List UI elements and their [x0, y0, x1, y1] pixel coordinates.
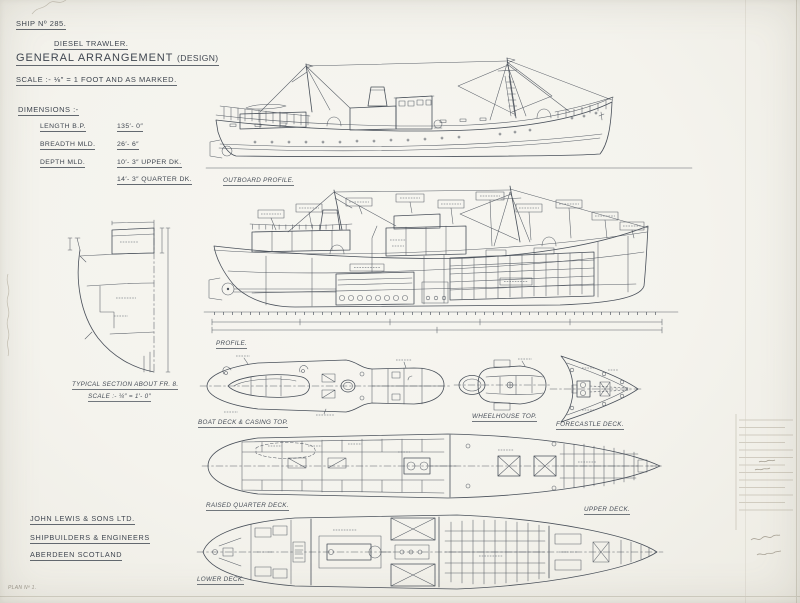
margin-stamp: [6, 273, 10, 357]
title-suffix: (DESIGN): [177, 53, 219, 63]
profile-drawing: [203, 185, 679, 334]
outboard-profile-label: OUTBOARD PROFILE.: [223, 177, 295, 186]
outboard-profile-drawing: [205, 57, 693, 169]
scale-note: SCALE :- ⅛″ = 1 FOOT AND AS MARKED.: [16, 75, 177, 86]
wheelhouse-top-plan: [453, 358, 553, 411]
wheelhouse-top-label: WHEELHOUSE TOP.: [472, 413, 537, 422]
pencil-annotation-table: [735, 414, 793, 556]
ship-number: SHIP Nº 285.: [16, 19, 67, 30]
forecastle-deck-plan: [549, 355, 643, 423]
drawing-title: GENERAL ARRANGEMENT (DESIGN): [16, 52, 219, 66]
date-scribble: [756, 550, 782, 556]
upper-deck-plan: [201, 433, 663, 499]
lower-deck-label: LOWER DECK.: [197, 576, 245, 585]
vessel-type: DIESEL TRAWLER.: [54, 39, 129, 50]
funnel-top: [340, 379, 356, 393]
plan-number: PLAN Nº 1.: [8, 585, 37, 591]
sheet-bottom-edge: [0, 596, 800, 597]
typical-section-scale: SCALE :- ¼″ = 1′- 0″: [88, 393, 151, 402]
boat-deck-plan: [199, 355, 451, 416]
builder-location: ABERDEEN SCOTLAND: [30, 550, 123, 561]
typical-section-drawing: [67, 219, 171, 373]
title-text: GENERAL ARRANGEMENT: [16, 52, 174, 64]
sheet-right-edge: [796, 0, 797, 603]
corner-scribble: [31, 0, 67, 15]
profile-label: PROFILE.: [216, 340, 248, 349]
boat-deck-label: BOAT DECK & CASING TOP.: [198, 419, 289, 428]
forecastle-deck-label: FORECASTLE DECK.: [556, 421, 624, 430]
upper-deck-label: UPPER DECK.: [584, 506, 630, 515]
lifeboat-outline: [227, 374, 310, 398]
signature-scribble: [750, 534, 781, 541]
lower-deck-plan: [196, 514, 664, 590]
builder-name: JOHN LEWIS & SONS LTD.: [30, 514, 135, 525]
fold-line: [745, 0, 746, 603]
dimensions-heading: DIMENSIONS :-: [18, 105, 79, 116]
typical-section-label: TYPICAL SECTION ABOUT FR. 8.: [72, 381, 179, 390]
builder-trade: SHIPBUILDERS & ENGINEERS: [30, 533, 150, 544]
raised-quarter-deck-label: RAISED QUARTER DECK.: [206, 502, 289, 511]
dimension-row: 14′- 3″ QUARTER DK.: [117, 176, 192, 185]
